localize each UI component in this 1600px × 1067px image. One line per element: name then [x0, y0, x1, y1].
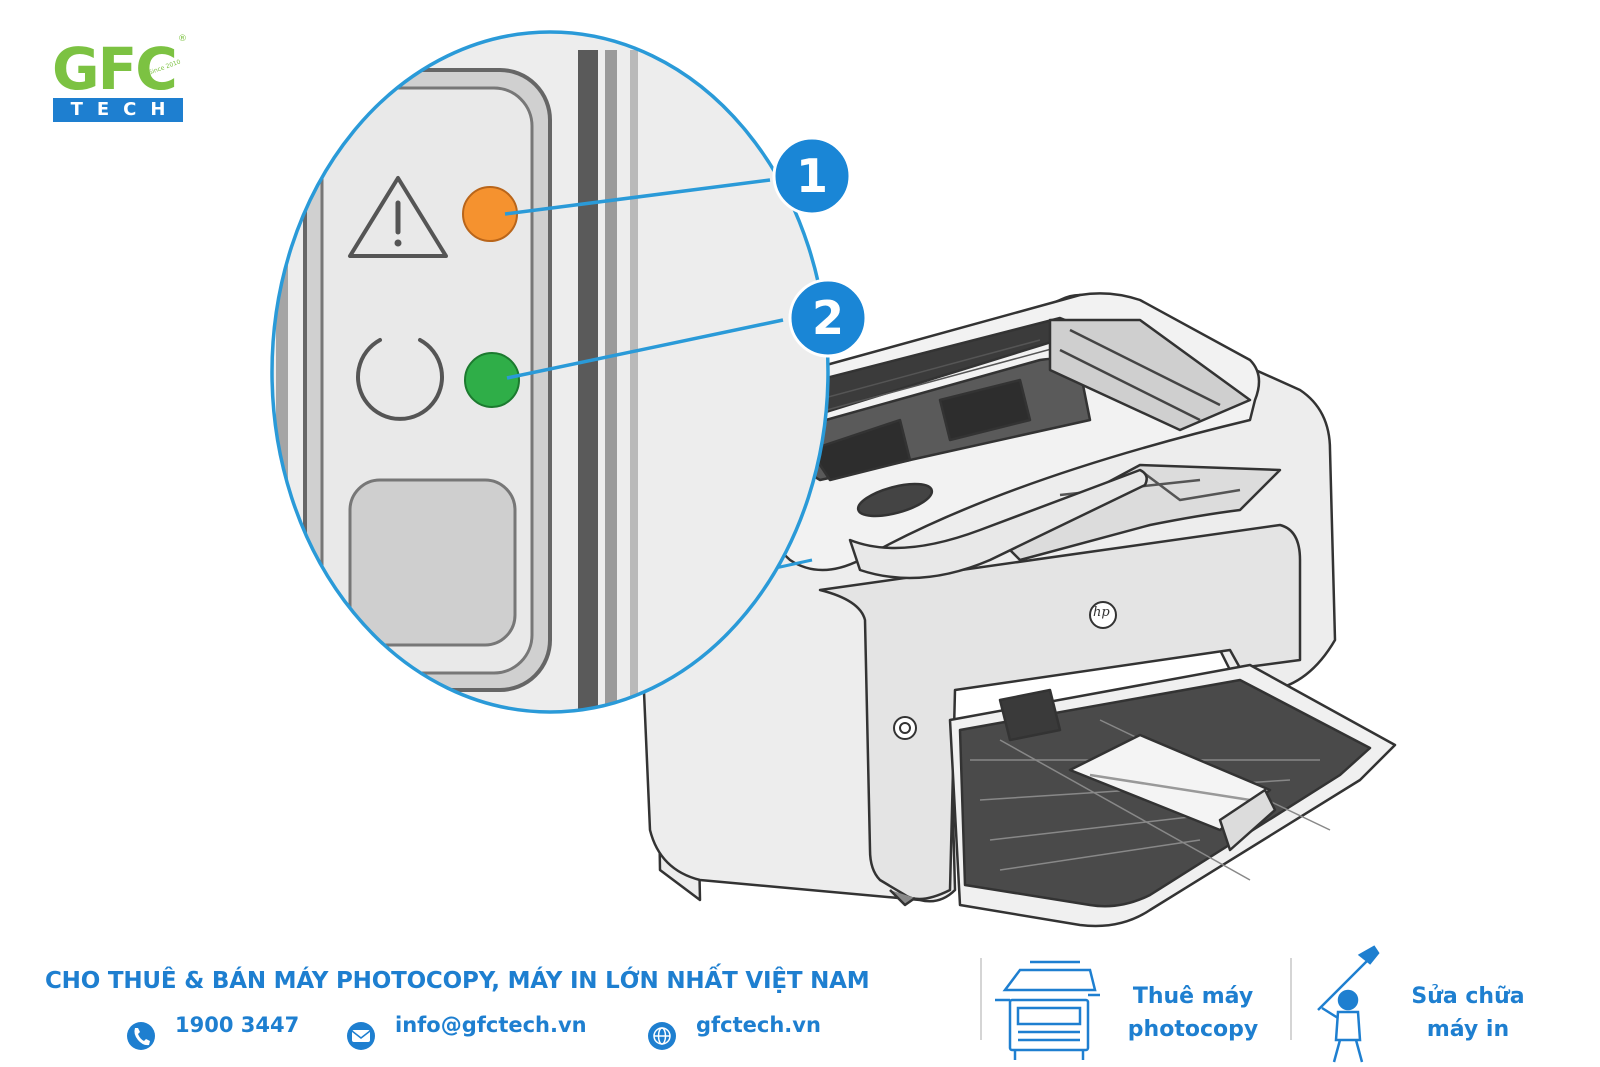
website-url: gfctech.vn: [696, 1013, 821, 1037]
globe-icon: [648, 1022, 676, 1050]
footer-divider-2: [1290, 958, 1292, 1040]
phone-icon: [127, 1022, 155, 1050]
email-icon: [347, 1022, 375, 1050]
logo-registered-mark: ®: [178, 34, 187, 44]
repair-technician-icon: [1317, 945, 1380, 1063]
callout-line-2: [506, 318, 784, 380]
callout-circle-1: [772, 136, 852, 216]
service-rent-line2: photocopy: [1127, 1017, 1259, 1042]
callout-number-1: 1: [795, 149, 828, 203]
service-repair-line1: Sửa chữa: [1411, 984, 1525, 1009]
callout-line-1: [504, 178, 771, 216]
printer-illustration: [638, 292, 1397, 928]
email-address: info@gfctech.vn: [395, 1013, 587, 1037]
footer-phone[interactable]: 1900 3447: [127, 1008, 299, 1042]
footer-website[interactable]: gfctech.vn: [648, 1008, 821, 1042]
logo-tech-bar: TECH: [53, 98, 183, 122]
ready-circle-icon: [356, 338, 444, 421]
cancel-button-illustration: [348, 478, 517, 647]
service-repair-line2: máy in: [1426, 1017, 1510, 1042]
ready-light: [464, 352, 520, 408]
photocopier-icon: [995, 960, 1100, 1060]
footer-email[interactable]: info@gfctech.vn: [347, 1008, 587, 1042]
phone-number: 1900 3447: [175, 1013, 300, 1037]
footer-headline: CHO THUÊ & BÁN MÁY PHOTOCOPY, MÁY IN LỚN…: [45, 968, 870, 994]
zoomed-control-panel: [270, 30, 830, 714]
attention-triangle-icon: [348, 176, 448, 258]
service-repair-printer[interactable]: Sửa chữa máy in: [1383, 980, 1553, 1046]
printer-brand-logo: hp: [1093, 605, 1110, 620]
service-rent-photocopy[interactable]: Thuê máy photocopy: [1108, 980, 1278, 1046]
callout-circle-2: [788, 278, 868, 358]
logo-wordmark: GFC: [52, 35, 178, 103]
callout-number-2: 2: [811, 291, 844, 345]
service-rent-line1: Thuê máy: [1132, 984, 1254, 1009]
footer-divider-1: [980, 958, 982, 1040]
